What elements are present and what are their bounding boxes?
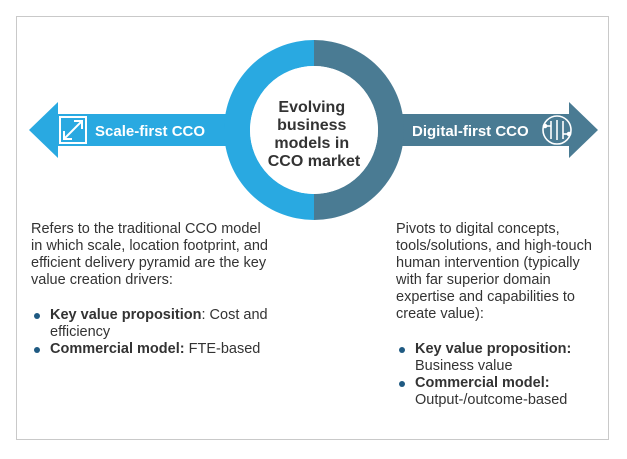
scale-first-label: Scale-first CCO	[95, 123, 205, 140]
bullet-label: Commercial model:	[50, 341, 185, 357]
digital-first-arrow	[378, 102, 598, 158]
bullet-text: Business value	[415, 358, 513, 374]
bullet-separator: :	[201, 307, 210, 323]
center-line: models in	[274, 135, 349, 152]
bullet-item: Commercial model: FTE-based	[31, 341, 271, 358]
circuit-brain-icon	[542, 115, 572, 145]
bullet-text: Output-/outcome-based	[415, 392, 568, 408]
center-line: business	[277, 117, 346, 134]
diagram-frame	[16, 16, 609, 440]
digital-first-bullets: Key value proposition: Business value Co…	[396, 341, 601, 409]
bullet-item: Commercial model: Output-/outcome-based	[396, 375, 601, 409]
ring-right-half	[314, 40, 404, 220]
center-line: CCO market	[268, 153, 361, 170]
scale-expand-icon	[59, 116, 87, 144]
bullet-text: FTE-based	[188, 341, 261, 357]
bullet-item: Key value proposition: Business value	[396, 341, 601, 375]
bullet-label: Key value proposition:	[415, 341, 572, 357]
scale-first-summary: Refers to the traditional CCO model in w…	[31, 221, 268, 288]
ring-center	[250, 66, 378, 194]
digital-first-description: Pivots to digital concepts, tools/soluti…	[396, 221, 601, 409]
bullet-label: Commercial model:	[415, 375, 550, 391]
bullet-item: Key value proposition: Cost and efficien…	[31, 307, 271, 341]
center-line: Evolving	[278, 99, 345, 116]
bullet-label: Key value proposition	[50, 307, 202, 323]
bullet-text: Cost and efficiency	[50, 307, 268, 340]
scale-first-description: Refers to the traditional CCO model in w…	[31, 221, 271, 358]
center-title: Evolving business models in CCO market	[268, 99, 361, 170]
digital-first-summary: Pivots to digital concepts, tools/soluti…	[396, 221, 592, 322]
scale-first-bullets: Key value proposition: Cost and efficien…	[31, 307, 271, 358]
digital-first-label: Digital-first CCO	[412, 123, 529, 140]
ring-left-half	[224, 40, 314, 220]
